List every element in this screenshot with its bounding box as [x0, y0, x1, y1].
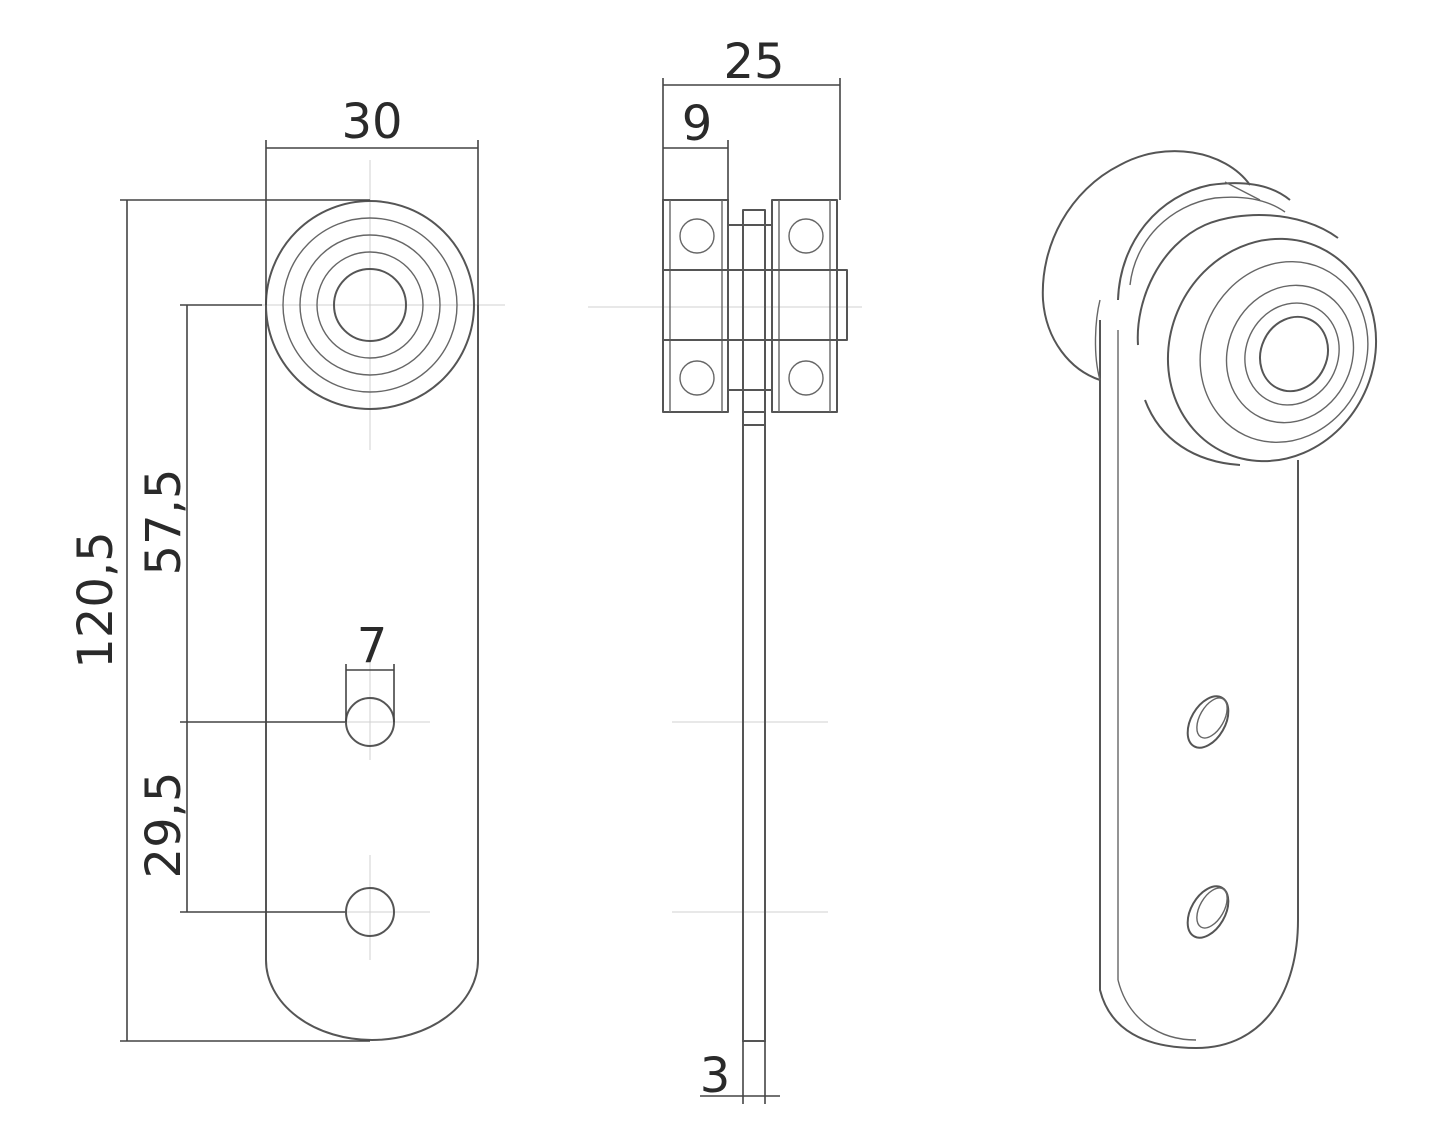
dimension-depth-25: 25	[662, 34, 841, 200]
side-left-bearing	[662, 199, 729, 413]
front-dimensions: 30 120,5 57,5 29,5 7	[68, 94, 479, 1042]
iso-rear-wheel	[1041, 150, 1251, 381]
dimension-label-29-5: 29,5	[136, 772, 192, 879]
dimension-label-25: 25	[723, 34, 784, 90]
dimension-label-57-5: 57,5	[136, 469, 192, 576]
side-dimensions: 25 9 3	[662, 34, 841, 1104]
dimension-total-height: 120,5	[68, 199, 370, 1042]
iso-front-wheel	[1136, 214, 1378, 466]
iso-mounting-hole-upper	[1186, 695, 1230, 749]
iso-plate	[1099, 320, 1299, 1049]
dimension-wheel-to-hole: 57,5	[136, 304, 345, 723]
dimension-label-30: 30	[341, 94, 402, 150]
dimension-hole-to-hole: 29,5	[136, 722, 345, 913]
side-axle	[662, 269, 848, 341]
iso-wheel-body	[1117, 181, 1291, 301]
hanger-plate-outline	[265, 305, 479, 1041]
dimension-width-30: 30	[265, 94, 479, 305]
dimension-label-9: 9	[682, 96, 713, 152]
mounting-hole-lower	[345, 887, 395, 937]
side-hub	[727, 209, 773, 426]
side-center-lines	[588, 306, 862, 913]
dimension-plate-thickness-3: 3	[700, 1041, 780, 1104]
side-right-bearing	[771, 199, 838, 413]
side-plate	[742, 411, 766, 1042]
dimension-hole-diameter: 7	[345, 618, 395, 722]
front-center-lines	[230, 160, 505, 960]
side-view	[588, 199, 862, 1042]
front-wheel	[265, 200, 475, 410]
front-view	[230, 160, 505, 1041]
isometric-view	[1041, 150, 1378, 1049]
iso-mounting-hole-lower	[1186, 885, 1230, 939]
dimension-label-3: 3	[700, 1048, 731, 1104]
dimension-label-120-5: 120,5	[68, 531, 124, 668]
dimension-wheel-width-9: 9	[663, 96, 729, 200]
dimension-label-7: 7	[357, 618, 388, 674]
